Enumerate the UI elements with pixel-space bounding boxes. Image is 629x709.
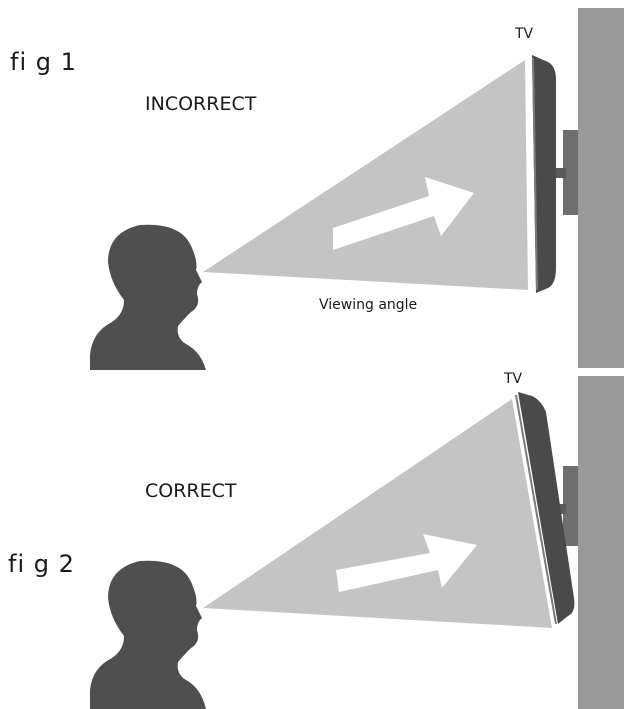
view-direction-arrow-1: [333, 177, 474, 250]
wall-upper: [578, 8, 624, 368]
head-silhouette-1: [90, 224, 206, 370]
wall-lower: [578, 376, 624, 709]
tv-label-2: TV: [504, 371, 523, 387]
figure-2-correct: [90, 392, 578, 709]
wall-mount-2: [563, 466, 578, 546]
figure-1-heading: INCORRECT: [145, 93, 257, 115]
head-silhouette-2: [90, 560, 206, 709]
figure-2-heading: CORRECT: [145, 480, 237, 502]
tv-label-1: TV: [515, 26, 534, 42]
view-direction-arrow-2: [336, 534, 477, 592]
tv-edge-1: [532, 57, 538, 291]
viewing-angle-caption: Viewing angle: [319, 297, 418, 313]
figure-2-label: fi g 2: [8, 550, 75, 578]
figure-1-incorrect: [90, 55, 578, 370]
tv-screen-1: [532, 55, 556, 293]
tv-edge-2: [515, 394, 557, 625]
viewing-angle-cone-2: [203, 399, 552, 628]
tv-screen-2: [518, 392, 575, 624]
mount-arm-1: [556, 168, 566, 178]
wall-mount-1: [563, 130, 578, 215]
figure-1-label: fi g 1: [10, 48, 77, 76]
viewing-angle-cone-1: [203, 60, 528, 290]
